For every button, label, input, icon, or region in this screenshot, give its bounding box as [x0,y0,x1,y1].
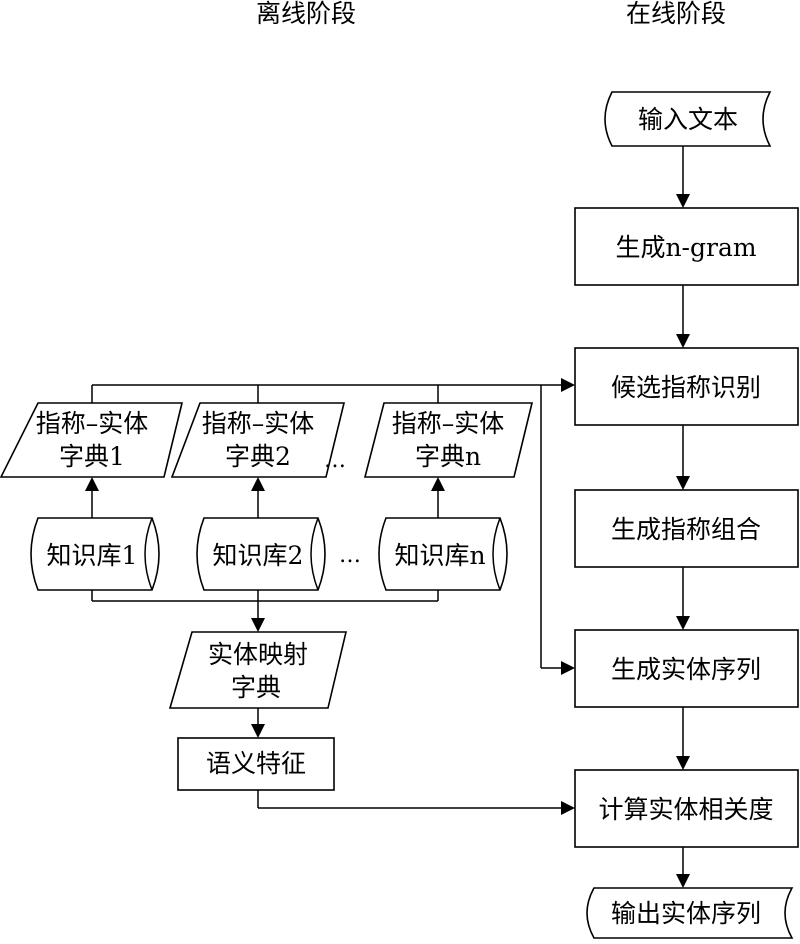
dictionary-n-node: 指称–实体 字典n [363,402,534,478]
dictionary-1-node: 指称–实体 字典1 [0,402,184,478]
entity-mapping-dictionary-node: 实体映射 字典 [168,631,348,709]
entity-sequence-label: 生成实体序列 [611,655,761,684]
dictionary-n-line2: 字典n [415,442,481,471]
dictionary-ellipsis: … [324,448,346,473]
entity-mapping-line2: 字典 [231,673,281,702]
kb-to-dictionary-connectors [85,477,445,518]
dictionary-bus-connectors [91,378,575,675]
dictionary-1-line2: 字典1 [59,442,125,471]
knowledge-base-2-node: 知识库2 [196,517,326,591]
candidate-mention-label: 候选指称识别 [611,373,761,402]
dictionary-2-line1: 指称–实体 [202,409,315,438]
semantic-features-label: 语义特征 [206,749,306,778]
entity-mapping-line1: 实体映射 [208,640,308,669]
mention-combination-label: 生成指称组合 [611,515,761,544]
dictionary-1-line1: 指称–实体 [36,409,149,438]
generate-ngram-label: 生成n-gram [615,233,756,262]
output-entity-sequence-node: 输出实体序列 [586,887,794,939]
knowledge-base-1-node: 知识库1 [30,517,160,591]
entity-relevance-node: 计算实体相关度 [574,769,799,848]
mapping-to-features-arrowhead [251,724,265,738]
dictionary-2-line2: 字典2 [225,442,291,471]
semantic-features-node: 语义特征 [177,737,335,791]
online-flow-connectors [676,146,690,888]
dictionary-n-line1: 指称–实体 [392,409,505,438]
input-text-label: 输入文本 [638,105,738,134]
kb-bus-connectors [91,590,439,632]
knowledge-base-2-label: 知识库2 [213,541,304,570]
output-entity-sequence-label: 输出实体序列 [611,899,761,928]
entity-sequence-node: 生成实体序列 [574,629,799,708]
knowledge-base-1-label: 知识库1 [47,541,138,570]
candidate-mention-node: 候选指称识别 [574,347,799,426]
knowledge-base-n-node: 知识库n [378,517,508,591]
knowledge-base-n-label: 知识库n [394,541,485,570]
entity-relevance-label: 计算实体相关度 [598,795,773,824]
input-text-node: 输入文本 [604,91,772,147]
offline-stage-header: 离线阶段 [256,0,356,28]
dictionary-2-node: 指称–实体 字典2 [170,402,346,478]
features-to-relevance-connector [257,790,575,815]
generate-ngram-node: 生成n-gram [574,207,799,286]
knowledge-base-ellipsis: … [339,543,361,568]
mention-combination-node: 生成指称组合 [574,489,799,568]
online-stage-header: 在线阶段 [626,0,726,28]
